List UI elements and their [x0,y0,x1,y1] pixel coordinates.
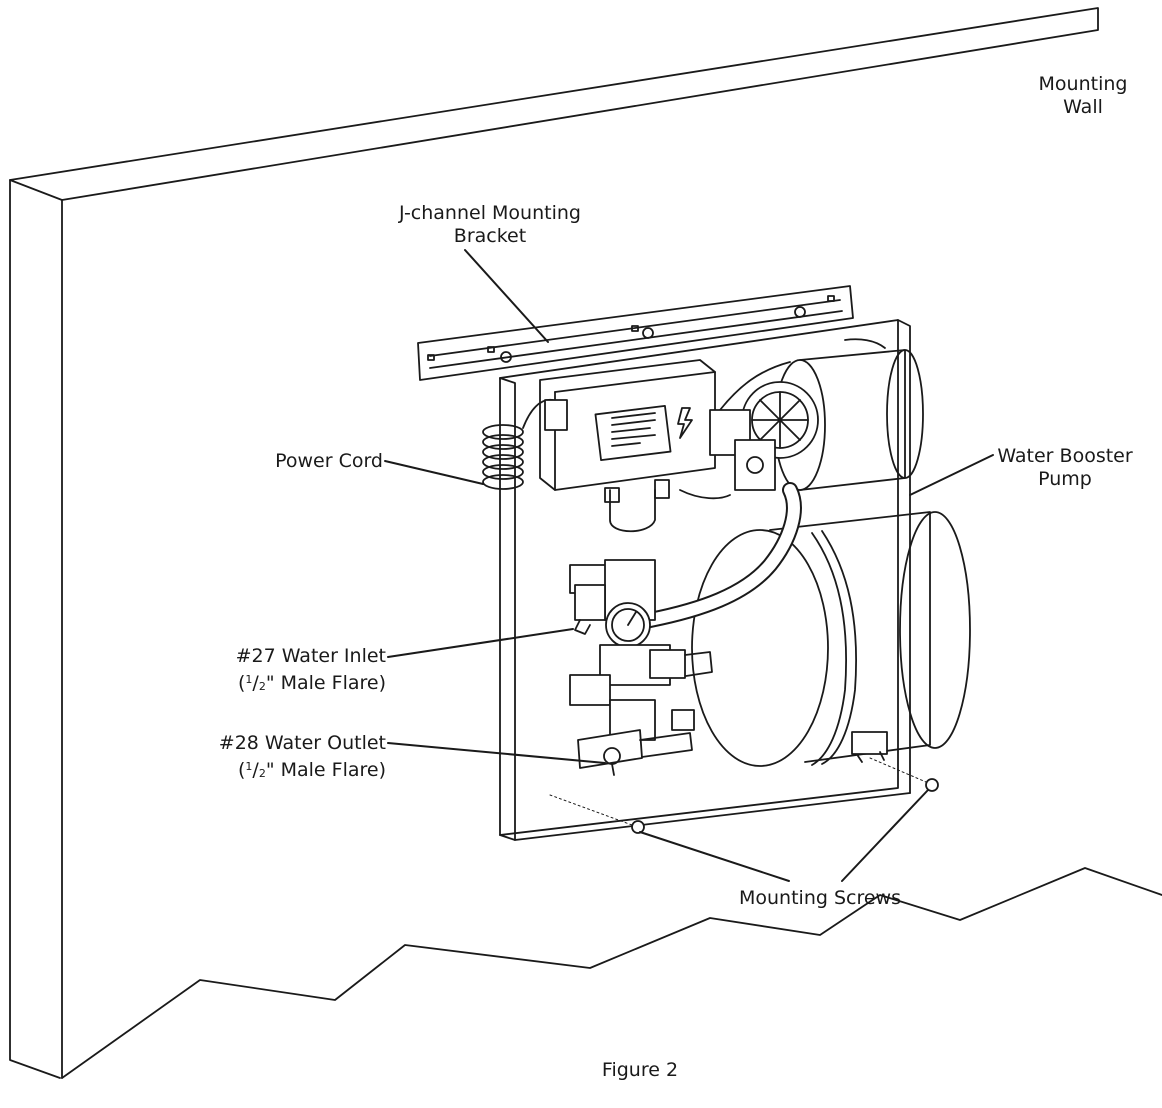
hazard-icon [677,407,693,439]
pressure-tank [691,511,971,767]
mounting-wall-label-line1: Mounting [1038,73,1128,95]
pump-leader [909,454,994,496]
inlet-leader [387,628,574,658]
water-inlet-label-line2: (1/2" Male Flare) [238,672,386,694]
water-outlet-label-line2: (1/2" Male Flare) [238,759,386,781]
bracket-label: J-channel Mounting Bracket [375,202,605,248]
j-channel-bracket [417,285,854,381]
pump-label-line2: Pump [1038,468,1092,490]
outlet-leader [387,742,606,764]
water-outlet-label-line1: #28 Water Outlet [218,732,386,754]
power-cord-leader [384,460,484,485]
bracket-label-line2: Bracket [453,225,527,247]
bracket-screw [642,327,654,339]
pump-label: Water Booster Pump [990,445,1140,491]
valve-assembly [569,559,713,776]
figure-caption: Figure 2 [601,1059,679,1081]
bracket-screw [500,351,512,363]
pump-label-line1: Water Booster [997,445,1133,467]
mounting-wall-label-line2: Wall [1063,96,1103,118]
mounting-screws-label: Mounting Screws [738,887,901,909]
screw-leader-left [639,831,790,882]
mounting-wall [9,7,1162,1079]
mounting-wall-label: Mounting Wall [1028,73,1138,119]
mounting-screw [631,820,645,834]
power-cord-coil [482,398,568,490]
backing-plate [499,319,911,841]
booster-pump-motor [709,338,924,491]
water-inlet-label: #27 Water Inlet (1/2" Male Flare) [160,645,386,698]
mounting-screws [549,757,939,834]
bracket-screw [794,306,806,318]
water-outlet-label: #28 Water Outlet (1/2" Male Flare) [160,732,386,785]
leader-lines [384,249,994,882]
water-inlet-label-line1: #27 Water Inlet [235,645,386,667]
screw-leader-right [841,789,929,882]
bracket-leader [464,249,549,343]
warning-label [594,405,672,461]
bracket-label-line1: J-channel Mounting [399,202,581,224]
electrical-box [539,359,716,503]
outlet-hose [609,482,802,628]
wall-break-edge [61,867,1162,1079]
power-cord-label: Power Cord [275,450,383,472]
mounting-screw [925,778,939,792]
